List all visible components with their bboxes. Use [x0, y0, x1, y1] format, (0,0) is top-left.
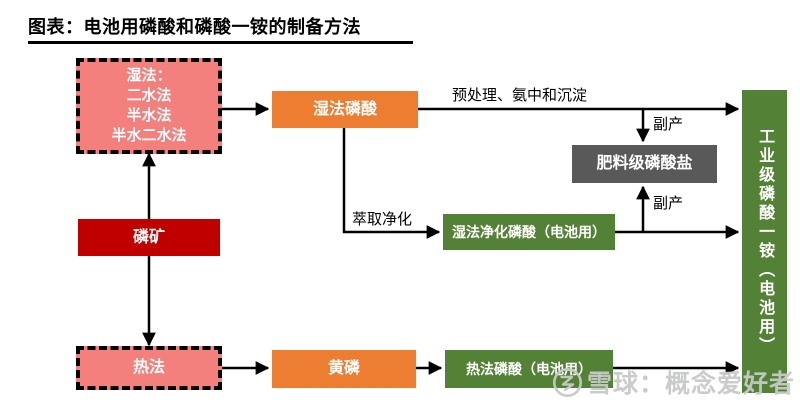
wet-methods-line: 湿法：	[126, 67, 172, 85]
node-phosphate-rock: 磷矿	[78, 219, 220, 256]
node-wet-purified-acid: 湿法净化磷酸（电池用）	[443, 214, 615, 250]
edge-label-pretreatment: 预处理、氨中和沉淀	[452, 87, 588, 104]
node-wet-methods: 湿法： 二水法 半水法 半水二水法	[76, 58, 222, 154]
edge-label-extraction: 萃取净化	[352, 211, 413, 228]
edge-label-byproduct-bottom: 副产	[653, 195, 684, 212]
node-wet-phosphoric-acid: 湿法磷酸	[272, 91, 418, 128]
node-thermal-acid: 热法磷酸（电池用）	[445, 350, 613, 388]
wet-methods-line: 半水二水法	[111, 126, 187, 144]
edge-label-byproduct-top: 副产	[653, 116, 684, 133]
wet-methods-line: 半水法	[126, 107, 172, 124]
page-title: 图表：电池用磷酸和磷酸一铵的制备方法	[28, 17, 361, 37]
node-thermal-method: 热法	[76, 346, 222, 390]
node-fertilizer-grade-phosphate: 肥料级磷酸盐	[572, 145, 717, 183]
node-industrial-map: 工业级磷酸一铵（电池用）	[742, 90, 787, 393]
node-yellow-phosphorus: 黄磷	[272, 350, 416, 388]
title-underline	[28, 41, 413, 44]
wet-methods-line: 二水法	[126, 87, 172, 105]
